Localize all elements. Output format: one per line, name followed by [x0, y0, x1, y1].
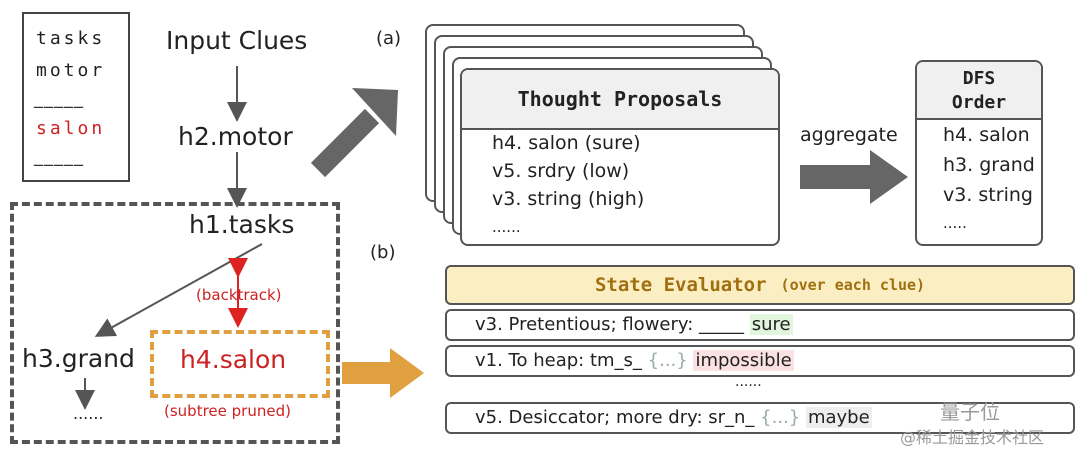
dfs-order-box: DFS Order h4. salon h3. grand v3. string…	[915, 60, 1043, 246]
state-evaluator-title: State Evaluator	[594, 274, 767, 296]
h3-child-ellipsis: ......	[73, 404, 104, 423]
evaluator-row-2: v1. To heap: tm_s_ {...} impossible	[445, 345, 1075, 377]
proposal-line-3: v3. string (high)	[492, 188, 645, 210]
state-evaluator-subtitle: (over each clue)	[780, 276, 926, 294]
state-evaluator-header: State Evaluator (over each clue)	[445, 265, 1075, 305]
marker-a: (a)	[376, 28, 402, 49]
proposal-line-2: v5. srdry (low)	[492, 160, 630, 182]
aggregate-label: aggregate	[800, 124, 898, 146]
orange-arrow-shaft	[342, 362, 392, 384]
dfs-line-3: v3. string	[943, 184, 1033, 206]
word-grid-box: tasks motor _____ salon _____	[22, 12, 130, 182]
subtree-pruned-label: (subtree pruned)	[164, 402, 291, 420]
watermark-line2: @稀土掘金技术社区	[900, 428, 1045, 447]
proposal-line-4: ......	[492, 218, 521, 236]
h3-grand-label: h3.grand	[22, 344, 135, 373]
h2-motor-label: h2.motor	[178, 122, 293, 151]
word-blank-1: _____	[34, 88, 84, 109]
search-tree-box	[10, 202, 340, 444]
word-blank-2: _____	[34, 146, 84, 167]
orange-arrow-head	[390, 348, 424, 398]
word-salon: salon	[36, 118, 106, 139]
evaluator-row-3: v5. Desiccator; more dry: sr_n_ {...} ma…	[445, 402, 1075, 434]
evaluator-row-3-result: maybe	[805, 407, 872, 428]
big-arrow-a-head	[352, 88, 398, 136]
evaluator-row-2-ellipsis: {...}	[647, 350, 688, 371]
evaluator-gap-ellipsis: ......	[735, 374, 762, 390]
evaluator-row-1: v3. Pretentious; flowery: _____ sure	[445, 309, 1075, 341]
evaluator-row-3-text: v5. Desiccator; more dry: sr_n_	[475, 407, 761, 428]
word-tasks: tasks	[36, 28, 106, 49]
watermark-line1: 量子位	[940, 400, 1000, 424]
evaluator-row-2-result: impossible	[693, 350, 794, 371]
evaluator-row-1-text: v3. Pretentious; flowery: _____	[475, 314, 750, 335]
h4-salon-label: h4.salon	[180, 345, 287, 374]
evaluator-row-2-text: v1. To heap: tm_s_	[475, 350, 648, 371]
big-arrow-a-shaft	[310, 108, 380, 178]
dfs-line-4: .....	[943, 214, 967, 232]
dfs-title-line2: Order	[951, 92, 1007, 113]
pruned-node-box	[150, 330, 330, 398]
evaluator-row-3-ellipsis: {...}	[760, 407, 801, 428]
dfs-line-1: h4. salon	[943, 124, 1030, 146]
dfs-title-line1: DFS	[962, 68, 996, 89]
aggregate-arrow-head	[870, 150, 908, 204]
marker-b: (b)	[370, 242, 396, 263]
input-clues-label: Input Clues	[166, 26, 308, 55]
evaluator-row-1-result: sure	[749, 314, 793, 335]
proposal-line-1: h4. salon (sure)	[492, 132, 641, 154]
dfs-order-header: DFS Order	[917, 62, 1041, 120]
backtrack-label: (backtrack)	[196, 286, 282, 304]
h1-tasks-label: h1.tasks	[189, 210, 295, 239]
thought-proposals-card: Thought Proposals h4. salon (sure) v5. s…	[460, 68, 780, 246]
thought-proposals-title: Thought Proposals	[517, 87, 723, 111]
word-motor: motor	[36, 60, 106, 81]
thought-proposals-header: Thought Proposals	[462, 70, 778, 130]
dfs-line-2: h3. grand	[943, 154, 1035, 176]
aggregate-arrow-shaft	[800, 165, 872, 189]
